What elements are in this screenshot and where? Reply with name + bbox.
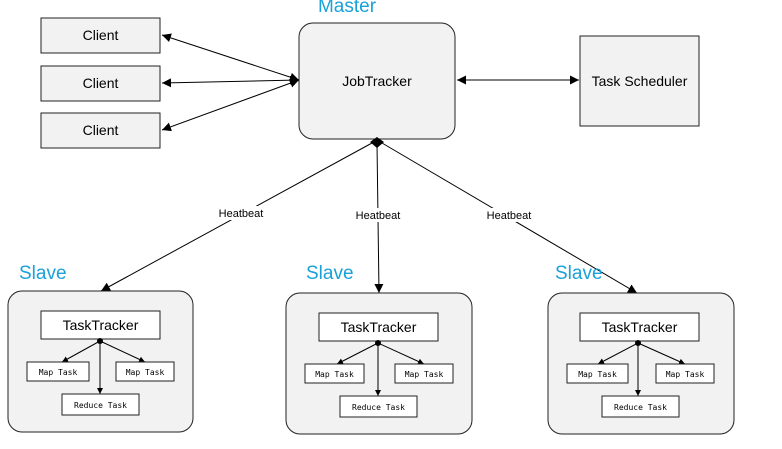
job-tracker-box: JobTracker [298,22,456,140]
client-box-1: Client [40,17,161,54]
slave-node-2: TaskTracker Map Task Map Task Reduce Tas… [285,292,473,435]
map-task-label: Map Task [315,370,354,379]
map-task-label: Map Task [126,368,165,377]
map-task-box [566,363,629,384]
client-label: Client [83,122,119,138]
slave-node-3: TaskTracker Map Task Map Task Reduce Tas… [547,292,735,435]
heartbeat-label-right: Heatbeat [487,210,532,222]
map-task-box [115,361,175,382]
client-label: Client [83,27,119,43]
task-tracker-box [40,310,161,340]
reduce-task-label: Reduce Task [352,403,405,412]
client-box-2: Client [40,65,161,102]
reduce-task-box [339,395,418,418]
map-task-label: Map Task [578,370,617,379]
task-scheduler-label: Task Scheduler [592,73,688,89]
map-task-label: Map Task [39,368,78,377]
task-scheduler-box: Task Scheduler [579,35,700,127]
client-2-arrow [161,75,300,88]
map-task-box [655,363,715,384]
slave-label-3: Slave [555,263,603,284]
slave-node-1: TaskTracker Map Task Map Task Reduce Tas… [7,290,194,433]
client-label: Client [83,75,119,91]
slave-label-1: Slave [19,263,67,284]
slave-label-2: Slave [306,263,354,284]
reduce-task-label: Reduce Task [614,403,667,412]
client-3-arrow [161,78,300,132]
reduce-task-box [601,395,680,418]
map-task-box [394,363,454,384]
heartbeat-label-middle: Heatbeat [356,210,401,222]
map-task-box [26,361,90,382]
reduce-task-label: Reduce Task [74,401,127,410]
task-tracker-label: TaskTracker [602,319,678,335]
client-1-arrow [161,33,300,82]
map-task-label: Map Task [405,370,444,379]
heartbeat-origin-dot [370,137,384,148]
heartbeat-label-left: Heatbeat [219,208,264,220]
client-box-3: Client [40,112,161,149]
job-tracker-label: JobTracker [342,73,412,89]
map-task-box [304,363,365,384]
master-label: Master [318,0,377,17]
task-tracker-box [579,312,700,342]
task-tracker-label: TaskTracker [341,319,417,335]
task-tracker-box [318,312,439,342]
reduce-task-box [61,393,140,416]
map-task-label: Map Task [666,370,705,379]
task-tracker-label: TaskTracker [63,317,139,333]
